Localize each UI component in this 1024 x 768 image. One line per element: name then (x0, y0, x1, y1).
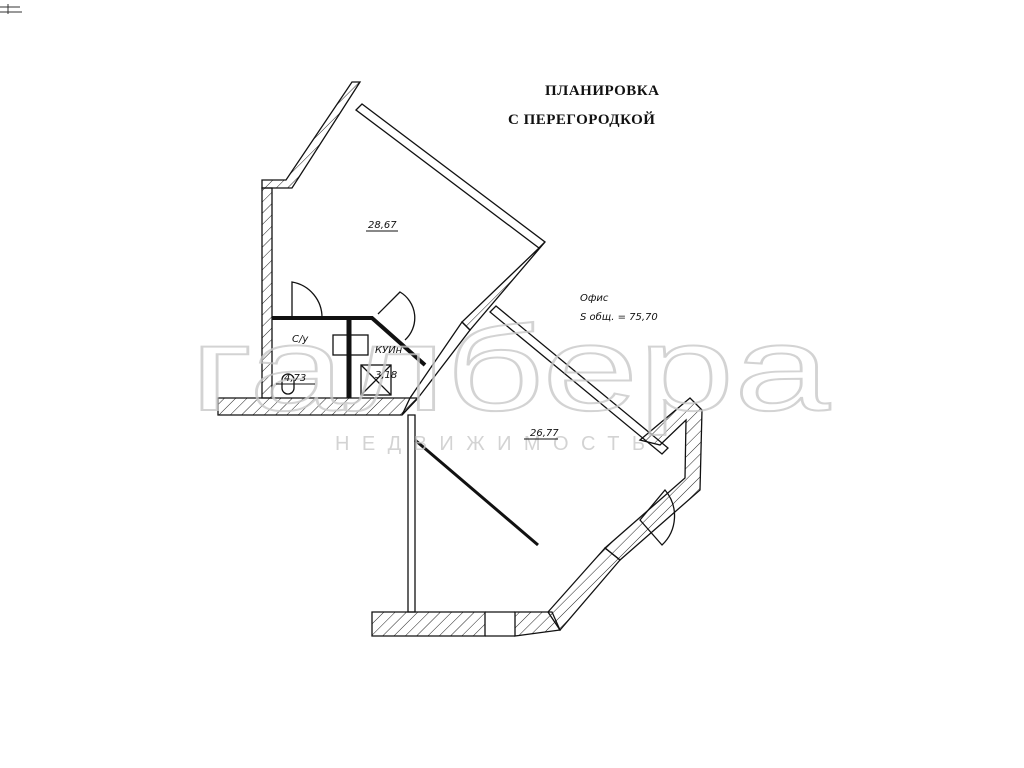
partition-line (414, 438, 539, 547)
stove-icon (360, 364, 392, 396)
kitchen-label: КУИн (375, 345, 403, 356)
total-area: S общ. = 75,70 (580, 311, 658, 323)
kitchen-area: 3,18 (375, 370, 397, 381)
office-label: Офис (580, 293, 609, 304)
walls (217, 81, 703, 637)
watermark-brand: галбера (190, 302, 830, 436)
plan-title: ПЛАНИРОВКА (545, 83, 660, 99)
bathroom-area: 4,73 (284, 373, 306, 384)
door-icon (377, 291, 416, 341)
door-icon (639, 488, 676, 546)
watermark-subtitle: НЕДВИЖИМОСТЬ (335, 433, 645, 455)
door-icon (291, 281, 323, 319)
bathroom-label: С/у (292, 334, 309, 345)
room-area-28-67: 28,67 (368, 220, 397, 231)
sink-icon (332, 334, 369, 356)
plan-subtitle: С ПЕРЕГОРОДКОЙ (508, 112, 656, 128)
corner-mark (0, 4, 22, 14)
room-area-26-77: 26,77 (530, 428, 559, 439)
